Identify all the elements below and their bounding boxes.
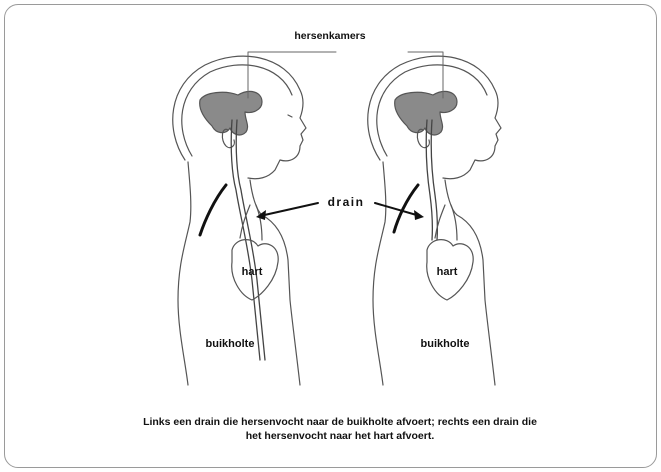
- figure-caption: Links een drain die hersenvocht naar de …: [60, 415, 620, 443]
- label-heart-right: hart: [437, 266, 458, 278]
- label-drain: drain: [328, 195, 365, 209]
- right-ventricles: [395, 91, 457, 134]
- label-heart-left: hart: [242, 266, 263, 278]
- drain-arrow-left: [260, 203, 318, 216]
- left-shoulder-line: [200, 185, 226, 235]
- drain-arrow-right: [375, 203, 420, 216]
- label-abdomen-right: buikholte: [421, 338, 470, 350]
- label-ventricles: hersenkamers: [294, 30, 365, 42]
- caption-line-2: het hersenvocht naar het hart afvoert.: [60, 429, 620, 443]
- left-figure: [173, 52, 336, 385]
- left-ventricles: [200, 91, 262, 134]
- right-figure: [368, 52, 501, 385]
- label-abdomen-left: buikholte: [206, 338, 255, 350]
- right-neck-back: [373, 162, 386, 385]
- right-ventricle-pointer: [408, 52, 443, 98]
- caption-line-1: Links een drain die hersenvocht naar de …: [60, 415, 620, 429]
- left-neck-back: [178, 162, 191, 385]
